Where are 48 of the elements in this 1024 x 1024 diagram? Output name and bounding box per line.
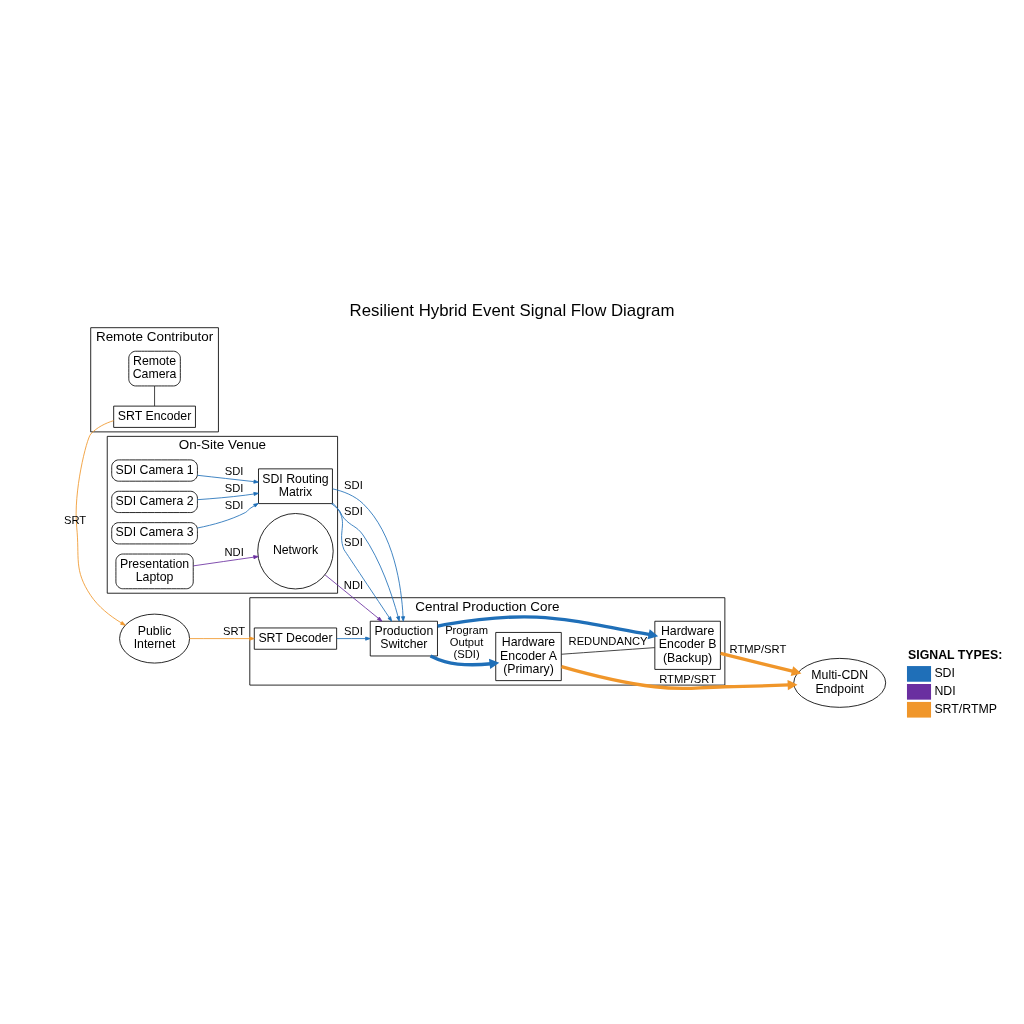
edge-label: SDI xyxy=(344,536,363,549)
label: SIGNAL TYPES: xyxy=(908,647,1003,662)
arrow xyxy=(324,574,383,622)
arrow xyxy=(75,420,126,626)
arrow xyxy=(561,664,798,691)
edge-label: SDI xyxy=(344,479,363,492)
edge-label: SDI xyxy=(224,481,244,494)
node-box: SDI Camera 3 xyxy=(111,522,198,545)
node-box: Production Switcher xyxy=(369,620,438,657)
arrow xyxy=(197,503,259,529)
edge-label: NDI xyxy=(343,579,364,592)
arrow xyxy=(336,636,371,641)
edge-label: Program Output (SDI) xyxy=(445,623,489,661)
connector xyxy=(154,385,155,407)
connector xyxy=(561,647,656,655)
arrow xyxy=(189,636,255,641)
edge-label: SDI xyxy=(344,625,363,638)
edge-label: SDI xyxy=(224,499,244,512)
node-box: Remote Camera xyxy=(128,350,181,387)
arrow xyxy=(437,615,659,640)
edge-label: RTMP/SRT xyxy=(729,643,787,656)
arrow xyxy=(197,474,259,484)
node-circle: Network xyxy=(257,513,334,590)
node-box: SRT Encoder xyxy=(113,405,196,428)
diagram-title: Resilient Hybrid Event Signal Flow Diagram xyxy=(349,300,675,320)
node-box: SDI Routing Matrix xyxy=(258,468,333,505)
legend-label: SRT/RTMP xyxy=(934,701,997,716)
edge-label: RTMP/SRT xyxy=(659,673,716,686)
arrow xyxy=(197,492,259,501)
node-box: SDI Camera 2 xyxy=(111,490,198,513)
arrow xyxy=(720,651,802,677)
edge-label: SDI xyxy=(224,465,244,478)
node-ellipse: Multi-CDN Endpoint xyxy=(793,657,887,708)
arrow xyxy=(429,654,500,669)
edge-label: NDI xyxy=(224,545,244,558)
edge-label: REDUNDANCY xyxy=(568,635,648,648)
node-box: Hardware Encoder A (Primary) xyxy=(495,632,562,682)
node-box: SRT Decoder xyxy=(253,627,338,650)
node-box: SDI Camera 1 xyxy=(111,459,198,482)
arrow xyxy=(332,488,406,622)
edge-label: SRT xyxy=(223,625,246,638)
edge-label: SRT xyxy=(63,513,87,526)
edge-label: SDI xyxy=(344,504,363,517)
legend-label: NDI xyxy=(934,683,956,698)
arrow xyxy=(192,555,259,567)
node-box: Presentation Laptop xyxy=(115,553,194,590)
legend-label: SDI xyxy=(934,666,955,681)
node-box: Hardware Encoder B (Backup) xyxy=(654,620,721,670)
